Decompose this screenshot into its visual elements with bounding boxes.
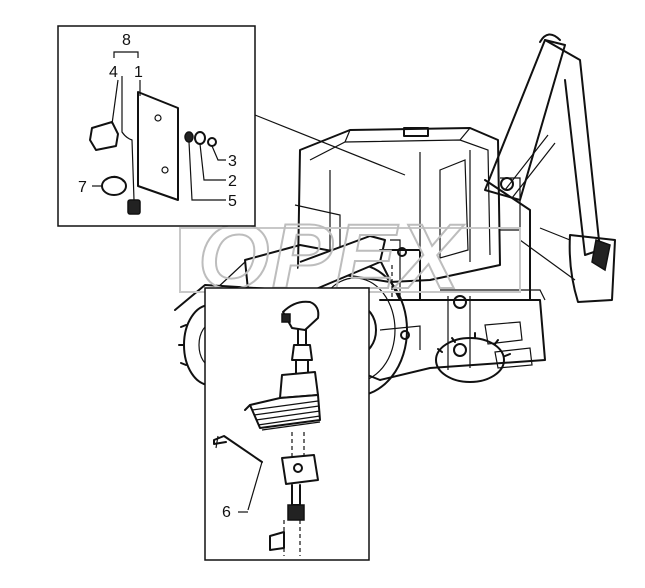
linkage [269, 432, 319, 556]
lever-knob [282, 300, 320, 331]
callout-8: 8 [122, 32, 131, 49]
callout-2: 2 [228, 173, 237, 190]
backhoe-arm [484, 33, 616, 303]
inset-plate-assembly: 8 4 1 3 2 5 7 [57, 25, 256, 227]
rubber-boot [244, 371, 321, 431]
hex-key [213, 435, 263, 463]
callout-1: 1 [134, 64, 143, 81]
plate [137, 91, 179, 201]
chassis [244, 235, 546, 381]
callout-3: 3 [228, 153, 237, 170]
inset-control-lever: 6 [204, 287, 370, 561]
callout-7: 7 [78, 179, 87, 196]
callout-4: 4 [109, 64, 118, 81]
callout-6: 6 [222, 504, 231, 521]
rear-right-wheel [435, 332, 511, 383]
connector [127, 199, 141, 215]
callout-5: 5 [228, 193, 237, 210]
fasteners [184, 131, 217, 147]
group-bracket [113, 51, 139, 58]
leader-line-upper [254, 114, 406, 176]
wire [121, 76, 135, 201]
